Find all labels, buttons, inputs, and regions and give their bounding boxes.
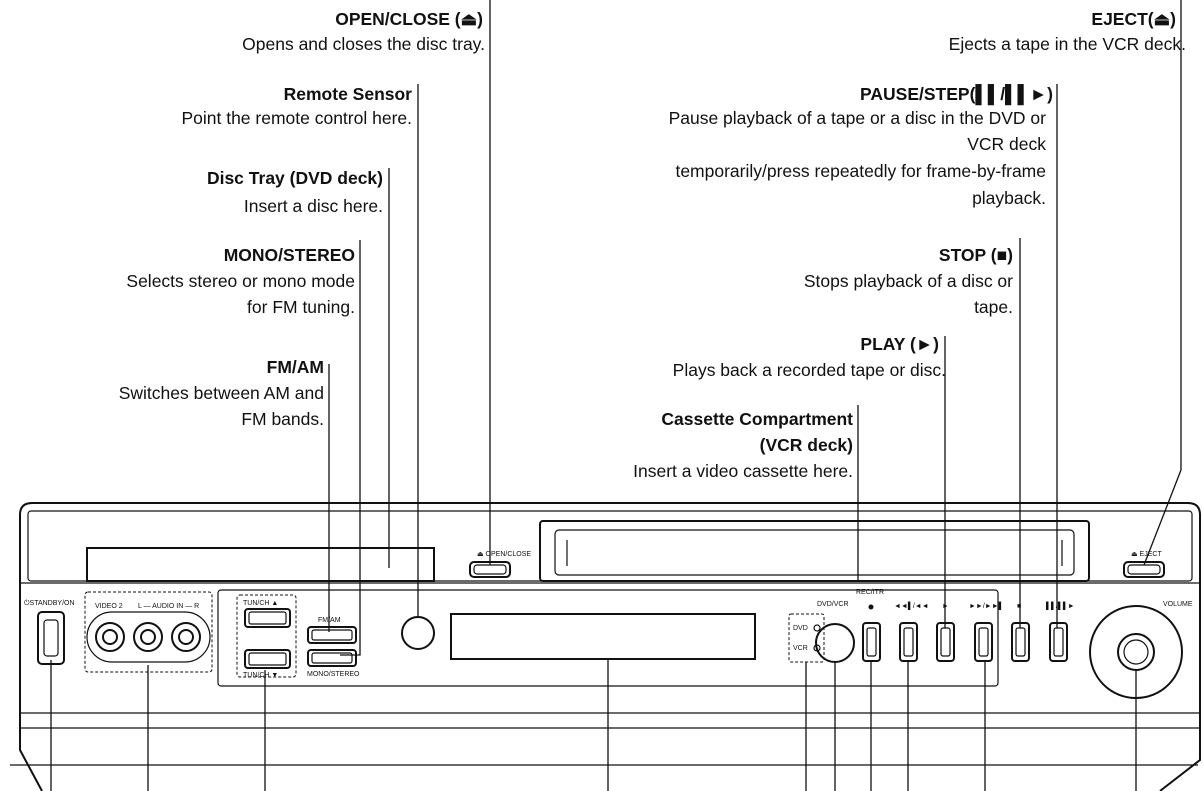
ff-panel-label: ►►/►►▌ [969, 601, 1004, 611]
callout-stop: STOP (■) Stops playback of a disc or tap… [804, 245, 1013, 317]
callout-play-title: PLAY (►) [860, 334, 939, 354]
fast-forward-skip-button[interactable] [974, 622, 993, 662]
rec-dot-icon [868, 604, 874, 610]
dvd-indicator-label: DVD [793, 625, 808, 632]
callout-pause-step: PAUSE/STEP(▌▌/▌▌►) Pause playback of a t… [669, 84, 1053, 208]
standby-label: ⏻STANDBY/ON [24, 599, 75, 607]
tun-down-label: TUN/CH ▼ [243, 672, 278, 679]
audio-in-left-jack[interactable] [133, 622, 163, 652]
callout-cassette-title-1: Cassette Compartment [661, 409, 853, 429]
callout-pause-step-desc-4: playback. [972, 188, 1046, 208]
play-button[interactable] [936, 622, 955, 662]
callout-cassette-desc: Insert a video cassette here. [633, 461, 853, 481]
callout-eject-desc: Ejects a tape in the VCR deck. [949, 34, 1186, 54]
mono-stereo-button[interactable] [307, 649, 357, 667]
callout-open-close-desc: Opens and closes the disc tray. [242, 34, 485, 54]
rew-panel-label: ◄◄▌/◄◄ [894, 601, 929, 611]
stop-button[interactable] [1011, 622, 1030, 662]
callout-stop-title: STOP (■) [939, 245, 1013, 265]
callout-open-close-title: OPEN/CLOSE (⏏) [335, 9, 483, 29]
tun-ch-down-button[interactable] [244, 649, 291, 669]
callout-mono-stereo-desc-2: for FM tuning. [247, 297, 355, 317]
callout-mono-stereo-title: MONO/STEREO [224, 245, 355, 265]
audio-in-right-jack[interactable] [171, 622, 201, 652]
audio-in-label: L — AUDIO IN — R [138, 603, 199, 610]
callout-fm-am-title: FM/AM [267, 357, 324, 377]
callout-mono-stereo: MONO/STEREO Selects stereo or mono mode … [126, 245, 355, 317]
callout-stop-desc-1: Stops playback of a disc or [804, 271, 1013, 291]
callout-cassette-title-2: (VCR deck) [760, 435, 853, 455]
dvd-vcr-button[interactable] [815, 623, 855, 663]
tun-ch-up-button[interactable] [244, 608, 291, 628]
callout-disc-tray-title: Disc Tray (DVD deck) [207, 168, 383, 188]
video2-label: VIDEO 2 [95, 603, 123, 610]
callout-pause-step-desc-2: VCR deck [967, 134, 1046, 154]
callout-play-desc: Plays back a recorded tape or disc. [673, 360, 946, 380]
callout-pause-step-title: PAUSE/STEP(▌▌/▌▌►) [860, 84, 1053, 106]
callout-fm-am-desc-1: Switches between AM and [119, 383, 324, 403]
callout-stop-desc-2: tape. [974, 297, 1013, 317]
callout-fm-am-desc-2: FM bands. [241, 409, 324, 429]
callout-open-close: OPEN/CLOSE (⏏) Opens and closes the disc… [242, 9, 485, 54]
callout-play: PLAY (►) Plays back a recorded tape or d… [673, 334, 946, 380]
pause-step-button[interactable] [1049, 622, 1068, 662]
vcr-indicator-label: VCR [793, 645, 808, 652]
rec-itr-button[interactable] [862, 622, 881, 662]
callout-eject-title: EJECT(⏏) [1091, 9, 1176, 29]
disc-tray[interactable] [86, 547, 435, 582]
dvd-indicator-led [813, 624, 821, 632]
callout-pause-step-desc-1: Pause playback of a tape or a disc in th… [669, 108, 1047, 128]
tun-up-label: TUN/CH ▲ [243, 600, 278, 607]
eject-button[interactable] [1123, 561, 1165, 578]
callout-remote-sensor: Remote Sensor Point the remote control h… [181, 84, 412, 128]
remote-sensor [401, 616, 435, 650]
pause-panel-label: ▌▌/▌▌► [1046, 601, 1075, 611]
dvd-vcr-panel-label: DVD/VCR [817, 601, 849, 608]
stop-panel-label: ■ [1017, 603, 1021, 610]
leader-lines [50, 0, 1182, 791]
callout-disc-tray-desc: Insert a disc here. [244, 196, 383, 216]
callout-pause-step-desc-3: temporarily/press repeatedly for frame-b… [675, 161, 1046, 181]
rec-itr-panel-label: REC/ITR [856, 589, 884, 596]
callout-remote-sensor-desc: Point the remote control here. [181, 108, 412, 128]
video2-jack[interactable] [95, 622, 125, 652]
mono-stereo-panel-label: MONO/STEREO [307, 671, 360, 678]
cassette-compartment[interactable] [539, 520, 1090, 582]
fm-am-button[interactable] [307, 626, 357, 644]
callout-mono-stereo-desc-1: Selects stereo or mono mode [126, 271, 355, 291]
open-close-panel-label: ⏏ OPEN/CLOSE [477, 551, 531, 558]
device-body: ⏏ OPEN/CLOSE ⏏ EJECT ⏻STANDBY/ON VIDEO 2… [10, 502, 1201, 791]
callout-eject: EJECT(⏏) Ejects a tape in the VCR deck. [949, 9, 1186, 54]
callout-disc-tray: Disc Tray (DVD deck) Insert a disc here. [207, 168, 383, 216]
callout-fm-am: FM/AM Switches between AM and FM bands. [119, 357, 324, 429]
callout-cassette: Cassette Compartment (VCR deck) Insert a… [633, 409, 853, 481]
rewind-skip-back-button[interactable] [899, 622, 918, 662]
callout-remote-sensor-title: Remote Sensor [284, 84, 413, 104]
eject-panel-label: ⏏ EJECT [1131, 551, 1162, 558]
volume-panel-label: VOLUME [1163, 601, 1193, 608]
display-window [450, 613, 756, 660]
